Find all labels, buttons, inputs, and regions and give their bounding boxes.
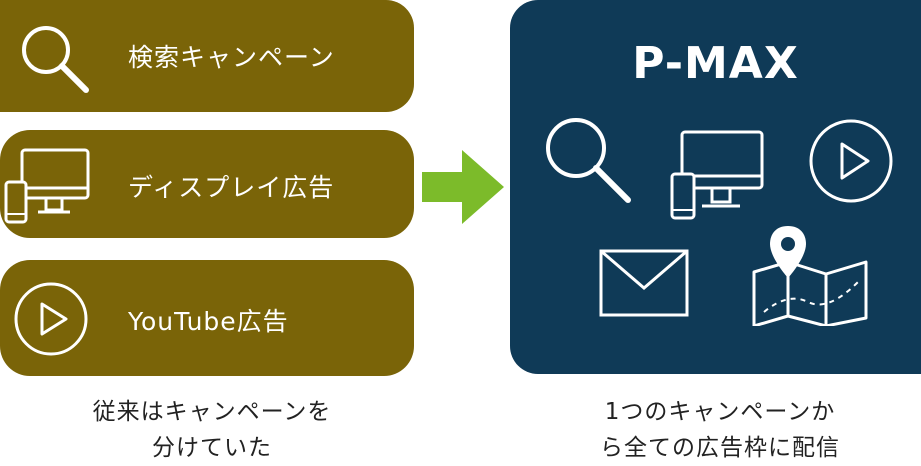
- mail-icon: [599, 249, 689, 317]
- pmax-title: P-MAX: [632, 38, 799, 89]
- channel-card-youtube: YouTube広告: [0, 260, 414, 376]
- caption-right-line1: 1つのキャンペーンか: [604, 399, 836, 425]
- desktop-mobile-icon: [670, 130, 764, 220]
- channel-card-display: ディスプレイ広告: [0, 130, 414, 238]
- play-icon: [809, 119, 893, 203]
- pmax-panel: P-MAX: [510, 0, 921, 374]
- caption-left-line1: 従来はキャンペーンを: [92, 399, 332, 425]
- channel-label: ディスプレイ広告: [128, 173, 335, 202]
- caption-left-line2: 分けていた: [152, 435, 272, 461]
- caption-right-line2: ら全ての広告枠に配信: [600, 435, 840, 461]
- caption-right: 1つのキャンペーンか ら全ての広告枠に配信: [520, 394, 920, 466]
- channel-label: 検索キャンペーン: [128, 43, 335, 72]
- search-icon: [546, 118, 631, 203]
- search-icon: [22, 26, 89, 93]
- channel-card-search: 検索キャンペーン: [0, 0, 414, 112]
- channel-label: YouTube広告: [128, 307, 289, 336]
- map-pin-icon: [752, 226, 868, 326]
- play-icon: [14, 282, 88, 356]
- caption-left: 従来はキャンペーンを 分けていた: [12, 394, 412, 466]
- arrow-right-icon: [422, 150, 504, 224]
- desktop-mobile-icon: [4, 148, 90, 224]
